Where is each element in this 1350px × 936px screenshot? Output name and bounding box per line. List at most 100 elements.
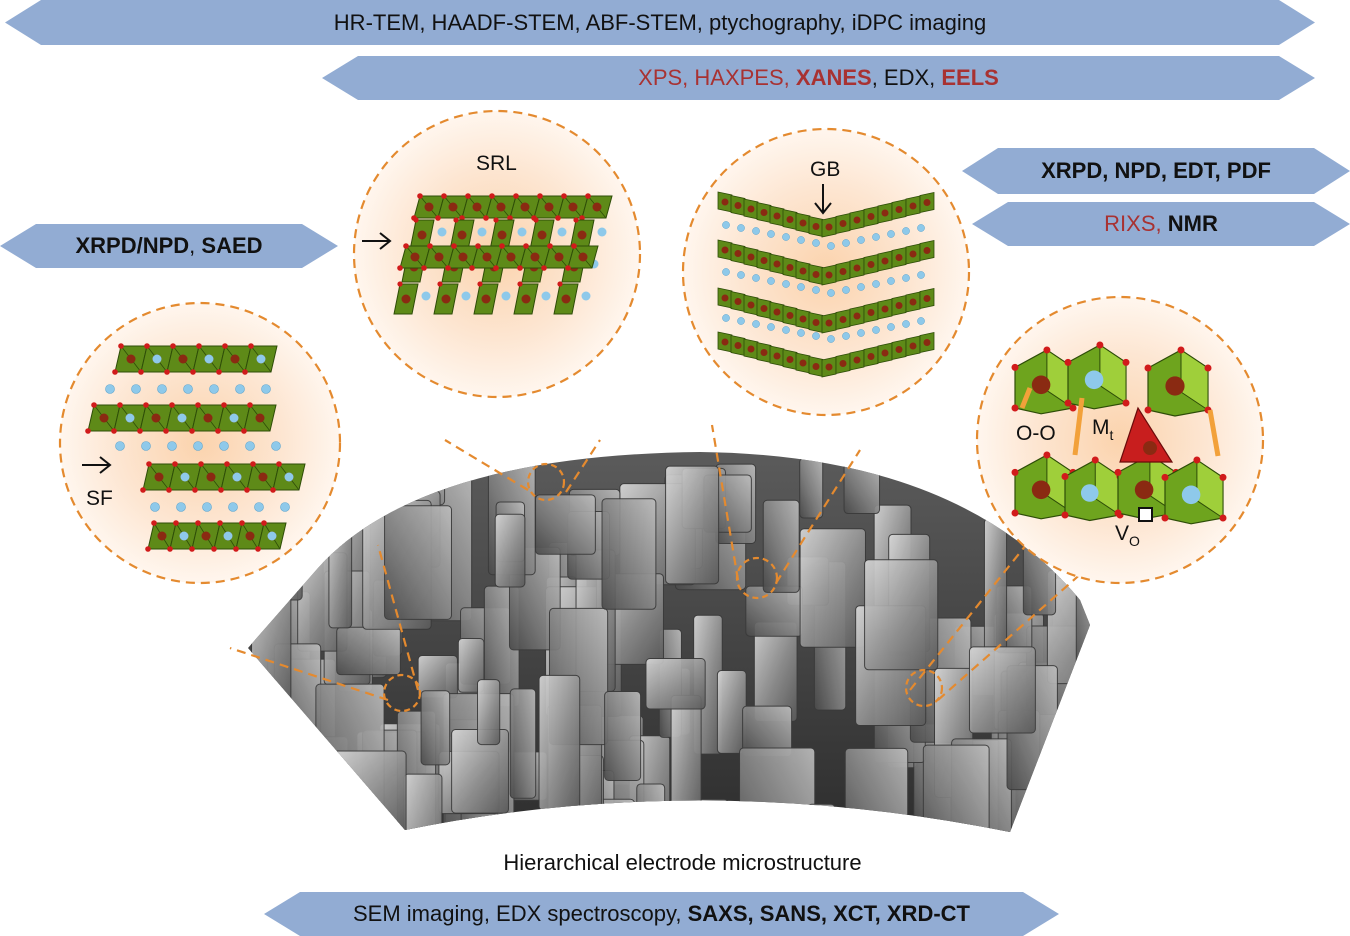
label-sf: SF (86, 487, 113, 510)
lithium-atom (842, 239, 850, 247)
vacancy-icon (1138, 507, 1153, 522)
metal-atom (734, 342, 742, 349)
metal-atom (853, 312, 861, 320)
metal-atom (537, 230, 547, 240)
marker-srl (526, 462, 566, 502)
oxygen-atom (241, 428, 247, 434)
arrow-gb-icon (814, 184, 832, 215)
lithium-atom (219, 441, 229, 451)
oxygen-atom (1011, 468, 1019, 476)
metal-atom (497, 230, 507, 240)
sem-crystal (494, 513, 526, 588)
sem-crystal (665, 465, 720, 585)
banner-segment: SAED (201, 233, 263, 258)
metal-atom (747, 345, 755, 353)
lithium-atom (461, 291, 471, 301)
oxygen-atom (145, 546, 151, 552)
oxygen-atom (537, 193, 543, 199)
metal-atom (895, 302, 903, 309)
oxygen-atom (1096, 341, 1104, 349)
metal-atom (530, 252, 540, 262)
metal-atom (592, 202, 602, 212)
lithium-atom (752, 227, 760, 235)
metal-atom (747, 253, 755, 261)
oxygen-atom (1064, 358, 1072, 366)
oxygen-atom (248, 343, 254, 349)
lithium-atom (141, 441, 151, 451)
metal-atom (721, 198, 729, 206)
metal-atom (1031, 480, 1051, 500)
banner-right2-text: RIXS, NMR (972, 202, 1350, 246)
oxygen-atom (140, 487, 146, 493)
metal-atom (853, 216, 861, 224)
sem-crystal (922, 744, 990, 832)
metal-atom (812, 319, 820, 326)
oxygen-atom (1122, 358, 1130, 366)
sem-crystal (745, 585, 804, 637)
oxygen-atom (239, 520, 245, 526)
banner-segment: XANES (795, 65, 872, 90)
sem-crystal (538, 674, 581, 811)
lithium-atom (179, 531, 189, 541)
oxygen-atom (222, 343, 228, 349)
oxygen-atom (167, 546, 173, 552)
oxygen-atom (1011, 509, 1019, 517)
lithium-atom (827, 242, 835, 250)
oxygen-atom (477, 281, 483, 287)
metal-atom (799, 267, 807, 275)
oxygen-atom (137, 428, 143, 434)
metal-atom (496, 202, 506, 212)
sem-crystal (420, 690, 451, 766)
lithium-atom (228, 502, 238, 512)
metal-atom (923, 339, 931, 346)
banner-segment: XPS, HAXPES, (638, 65, 796, 90)
metal-atom (434, 252, 444, 262)
metal-atom (923, 199, 931, 206)
metal-atom (825, 271, 833, 279)
metal-atom (448, 202, 458, 212)
sem-crystal (1044, 759, 1090, 810)
metal-atom (457, 230, 467, 240)
metal-atom (203, 413, 213, 423)
oxygen-atom (493, 217, 499, 223)
lithium-atom (782, 233, 790, 241)
sem-crystal (457, 638, 485, 693)
lithium-atom (872, 233, 880, 241)
oxygen-atom (85, 428, 91, 434)
metal-atom (424, 202, 434, 212)
oxygen-atom (118, 343, 124, 349)
oxygen-atom (573, 217, 579, 223)
sem-crystal (384, 505, 452, 620)
sem-crystal (403, 773, 443, 832)
metal-atom (786, 356, 794, 363)
lithium-atom (782, 280, 790, 288)
metal-atom (773, 212, 781, 220)
metal-atom (151, 413, 161, 423)
oxygen-atom (1043, 451, 1051, 459)
lithium-atom (501, 291, 511, 301)
metal-atom (867, 353, 875, 360)
banner-top-text: HR-TEM, HAADF-STEM, ABF-STEM, ptychograp… (5, 0, 1315, 45)
metal-atom (520, 202, 530, 212)
oxygen-atom (270, 487, 276, 493)
lithium-atom (842, 332, 850, 340)
oxygen-atom (435, 215, 441, 221)
metal-atom (721, 294, 729, 302)
lithium-atom (722, 314, 730, 322)
lithium-atom (421, 291, 431, 301)
oxygen-atom (413, 217, 419, 223)
lithium-atom (797, 329, 805, 337)
lithium-atom (261, 384, 271, 394)
lithium-atom (180, 472, 190, 482)
oxygen-atom (571, 243, 577, 249)
sem-crystal (336, 626, 401, 676)
lithium-atom (917, 271, 925, 279)
metal-atom (773, 260, 781, 268)
metal-atom (799, 219, 807, 227)
lithium-atom (229, 413, 239, 423)
oxygen-atom (579, 215, 585, 221)
oxygen-atom (170, 343, 176, 349)
label-vo: VO (1115, 522, 1140, 549)
oxygen-atom (146, 461, 152, 467)
lithium-atom (842, 286, 850, 294)
